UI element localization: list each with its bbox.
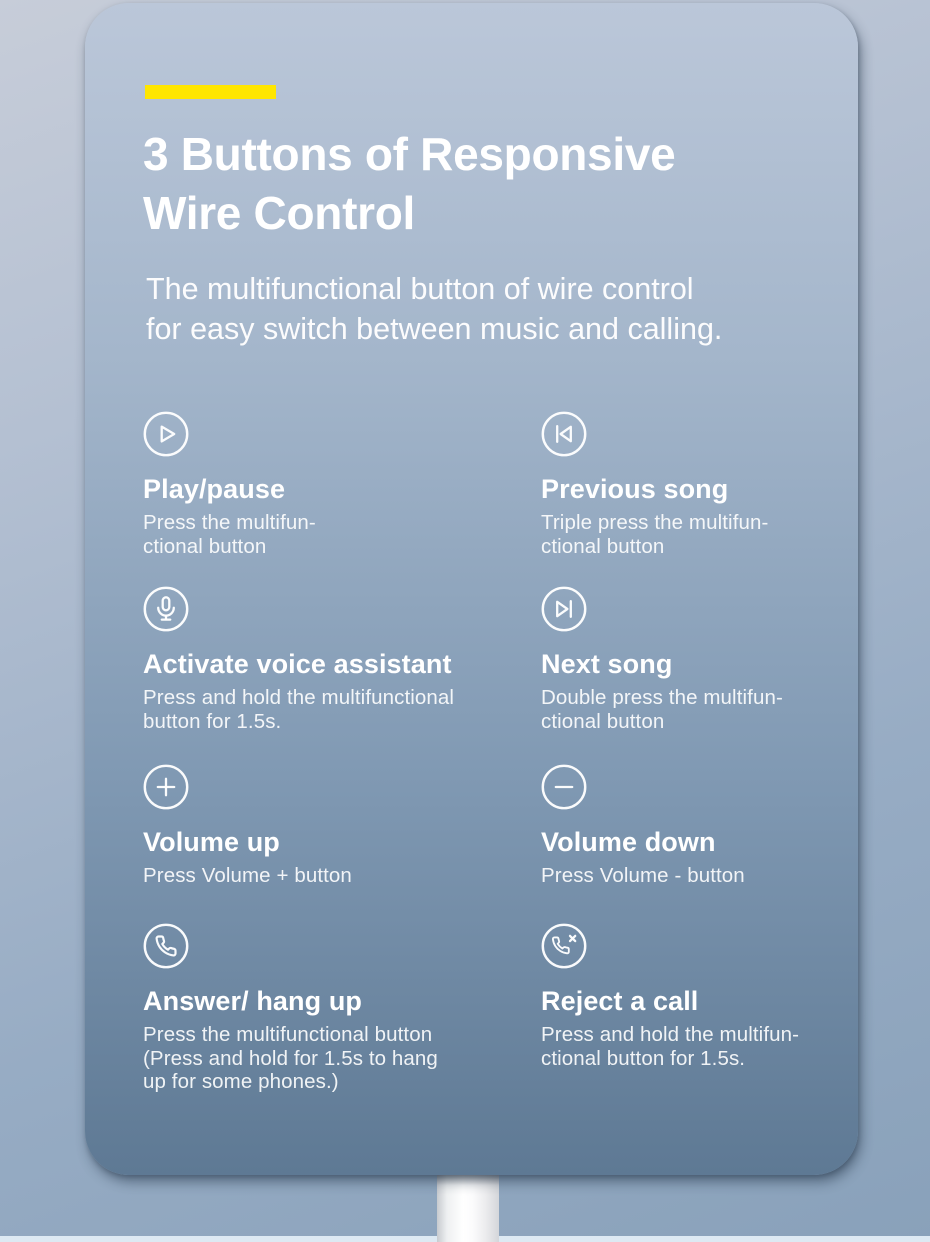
feature-title: Activate voice assistant: [143, 649, 452, 679]
feature-title: Reject a call: [541, 986, 699, 1016]
page-subtitle-line-2: for easy switch between music and callin…: [146, 312, 723, 346]
page-title: 3 Buttons of Responsive Wire Control: [143, 125, 676, 243]
page-subtitle-line-1: The multifunctional button of wire contr…: [146, 272, 694, 306]
feature-reject-call: Reject a call Press and hold the multifu…: [541, 923, 901, 1070]
feature-title: Next song: [541, 649, 673, 679]
feature-title: Answer/ hang up: [143, 986, 363, 1016]
answer-call-icon: [143, 923, 189, 969]
volume-down-icon: [541, 764, 587, 810]
feature-description: Press and hold the multifun- ctional but…: [541, 1023, 800, 1070]
volume-up-icon: [143, 764, 189, 810]
page-title-line-2: Wire Control: [143, 187, 415, 239]
feature-title: Play/pause: [143, 474, 286, 504]
feature-voice-assistant: Activate voice assistant Press and hold …: [143, 586, 503, 733]
reject-call-icon: [541, 923, 587, 969]
feature-description: Press the multifun- ctional button: [143, 511, 316, 558]
feature-volume-up: Volume up Press Volume + button: [143, 764, 503, 888]
page-subtitle: The multifunctional button of wire contr…: [146, 269, 722, 349]
feature-title: Volume up: [143, 827, 280, 857]
feature-next-song: Next song Double press the multifun- cti…: [541, 586, 901, 733]
feature-description: Press and hold the multifunctional butto…: [143, 686, 455, 733]
feature-description: Double press the multifun- ctional butto…: [541, 686, 783, 733]
page-title-line-1: 3 Buttons of Responsive: [143, 128, 676, 180]
play-pause-icon: [143, 411, 189, 457]
previous-song-icon: [541, 411, 587, 457]
accent-bar: [145, 85, 276, 99]
feature-title: Volume down: [541, 827, 716, 857]
feature-description: Triple press the multifun- ctional butto…: [541, 511, 769, 558]
feature-description: Press the multifunctional button (Press …: [143, 1023, 438, 1093]
voice-assistant-mic-icon: [143, 586, 189, 632]
feature-answer-hang-up: Answer/ hang up Press the multifunctiona…: [143, 923, 503, 1094]
feature-previous-song: Previous song Triple press the multifun-…: [541, 411, 901, 558]
feature-volume-down: Volume down Press Volume - button: [541, 764, 901, 888]
earphone-cable: [437, 1169, 499, 1242]
feature-description: Press Volume + button: [143, 864, 352, 887]
feature-play-pause: Play/pause Press the multifun- ctional b…: [143, 411, 503, 558]
feature-description: Press Volume - button: [541, 864, 745, 887]
wire-control-info-card: 3 Buttons of Responsive Wire Control The…: [85, 3, 858, 1175]
feature-title: Previous song: [541, 474, 729, 504]
next-song-icon: [541, 586, 587, 632]
